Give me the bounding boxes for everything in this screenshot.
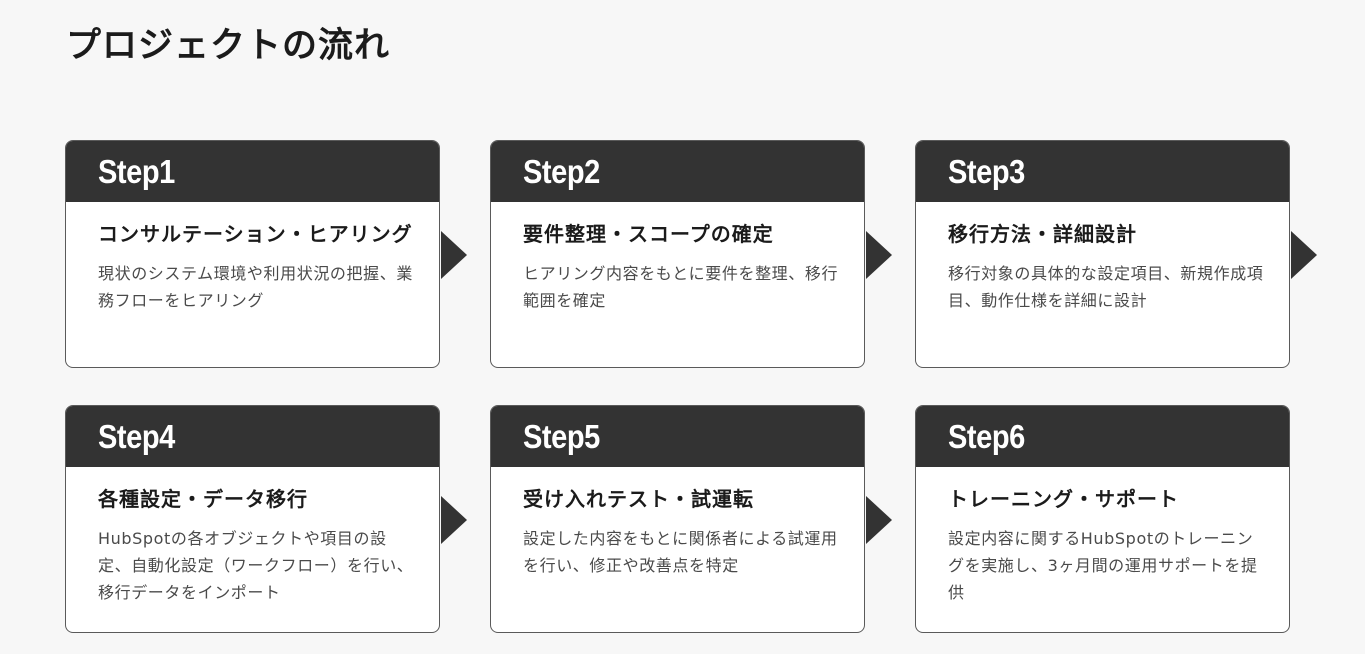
step-card-4: Step4 各種設定・データ移行 HubSpotの各オブジェクトや項目の設定、自… <box>65 405 467 633</box>
step-label: Step5 <box>523 417 600 455</box>
step-description: 移行対象の具体的な設定項目、新規作成項目、動作仕様を詳細に設計 <box>948 264 1264 310</box>
step-card-1: Step1 コンサルテーション・ヒアリング 現状のシステム環境や利用状況の把握、… <box>65 140 467 368</box>
step-body: 受け入れテスト・試運転 設定した内容をもとに関係者による試運用を行い、修正や改善… <box>491 467 864 579</box>
step-body: 要件整理・スコープの確定 ヒアリング内容をもとに要件を整理、移行範囲を確定 <box>491 202 864 314</box>
step-header: Step2 <box>491 141 864 202</box>
step-body: 各種設定・データ移行 HubSpotの各オブジェクトや項目の設定、自動化設定（ワ… <box>66 467 439 606</box>
step-title: トレーニング・サポート <box>948 487 1179 511</box>
arrow-right-icon <box>441 496 467 544</box>
step-title: 移行方法・詳細設計 <box>948 222 1137 246</box>
step-label: Step2 <box>523 152 600 190</box>
step-header: Step5 <box>491 406 864 467</box>
arrow-right-icon <box>1291 231 1317 279</box>
step-header: Step3 <box>916 141 1289 202</box>
step-card-6: Step6 トレーニング・サポート 設定内容に関するHubSpotのトレーニング… <box>915 405 1290 633</box>
arrow-right-icon <box>866 231 892 279</box>
step-label: Step1 <box>98 152 175 190</box>
step-card-3: Step3 移行方法・詳細設計 移行対象の具体的な設定項目、新規作成項目、動作仕… <box>915 140 1317 368</box>
step-label: Step6 <box>948 417 1025 455</box>
arrow-right-icon <box>441 231 467 279</box>
step-title: 受け入れテスト・試運転 <box>523 487 754 511</box>
step-header: Step1 <box>66 141 439 202</box>
step-body: 移行方法・詳細設計 移行対象の具体的な設定項目、新規作成項目、動作仕様を詳細に設… <box>916 202 1289 314</box>
step-card-2: Step2 要件整理・スコープの確定 ヒアリング内容をもとに要件を整理、移行範囲… <box>490 140 892 368</box>
step-title: 要件整理・スコープの確定 <box>523 222 774 246</box>
step-description: 設定内容に関するHubSpotのトレーニングを実施し、3ヶ月間の運用サポートを提… <box>948 529 1258 602</box>
step-header: Step6 <box>916 406 1289 467</box>
step-header: Step4 <box>66 406 439 467</box>
step-label: Step4 <box>98 417 175 455</box>
step-description: 現状のシステム環境や利用状況の把握、業務フローをヒアリング <box>98 264 413 310</box>
step-description: ヒアリング内容をもとに要件を整理、移行範囲を確定 <box>523 264 839 310</box>
step-description: 設定した内容をもとに関係者による試運用を行い、修正や改善点を特定 <box>523 529 838 575</box>
step-title: 各種設定・データ移行 <box>98 487 308 511</box>
step-card-5: Step5 受け入れテスト・試運転 設定した内容をもとに関係者による試運用を行い… <box>490 405 892 633</box>
step-title: コンサルテーション・ヒアリング <box>98 222 413 246</box>
steps-grid: Step1 コンサルテーション・ヒアリング 現状のシステム環境や利用状況の把握、… <box>65 140 1317 633</box>
step-description: HubSpotの各オブジェクトや項目の設定、自動化設定（ワークフロー）を行い、移… <box>98 529 414 602</box>
page-title: プロジェクトの流れ <box>66 26 391 66</box>
step-label: Step3 <box>948 152 1025 190</box>
arrow-right-icon <box>866 496 892 544</box>
step-body: トレーニング・サポート 設定内容に関するHubSpotのトレーニングを実施し、3… <box>916 467 1289 606</box>
step-body: コンサルテーション・ヒアリング 現状のシステム環境や利用状況の把握、業務フローを… <box>66 202 439 314</box>
